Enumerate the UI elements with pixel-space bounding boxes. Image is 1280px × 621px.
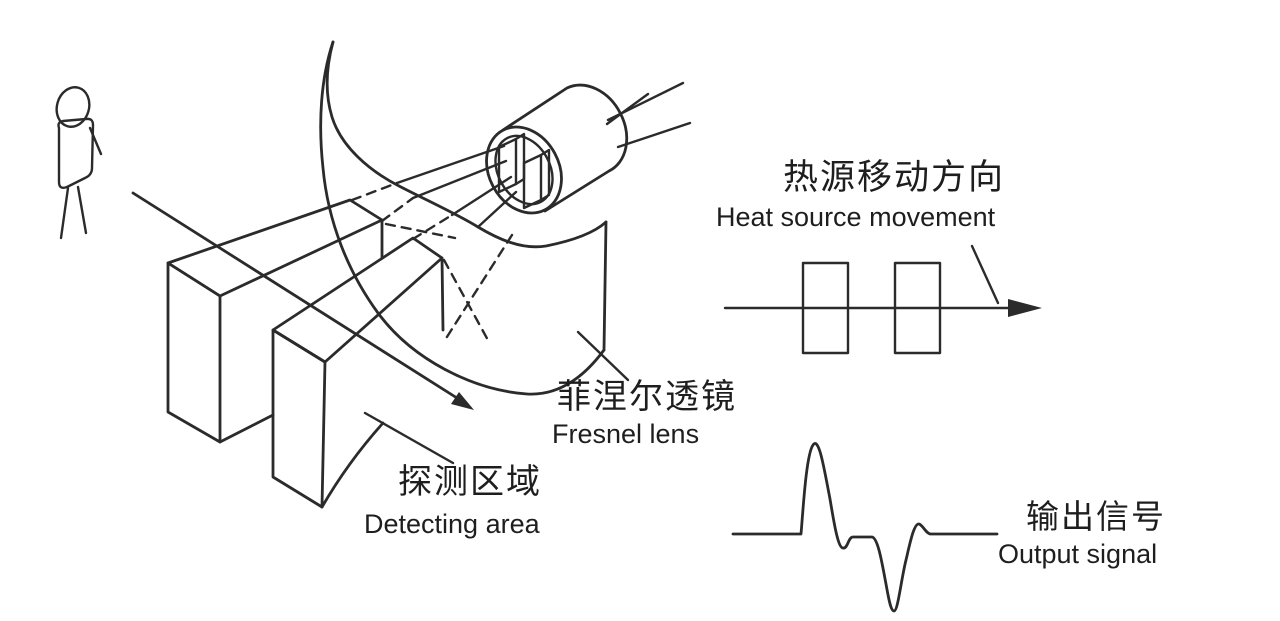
slab2-top-face [271, 236, 444, 364]
heat-source-movement-diagram [723, 261, 1042, 355]
sensor-face-rim [485, 125, 563, 215]
heat-source-square-2 [893, 261, 942, 355]
pir-sensor [485, 81, 692, 215]
output-signal-waveform [731, 442, 999, 613]
detecting-area-label-en: Detecting area [364, 509, 540, 539]
sensor-element-1-side [514, 132, 526, 186]
person-figure [55, 86, 103, 240]
output-signal-label-en: Output signal [998, 539, 1158, 569]
slab1-bottom-edge [218, 413, 275, 444]
slab2-front-face [271, 328, 327, 509]
dashed-beam-1 [350, 181, 399, 202]
lens-inner-edge [325, 40, 608, 249]
dashed-beam-6 [443, 233, 514, 342]
slab1-front-face [166, 261, 222, 444]
hidden-beam-dashed-lines [350, 181, 514, 344]
sensor-leads [605, 81, 692, 149]
dashed-beam-4 [411, 213, 454, 241]
sensor-body [501, 83, 629, 213]
heat-source-square-1 [801, 261, 850, 355]
dashed-beam-3 [384, 222, 457, 240]
fresnel-lens-label-zh: 菲涅尔透镜 [557, 378, 737, 416]
fresnel-lens-sheet [319, 40, 608, 396]
person-leg-left [59, 186, 70, 240]
sensor-window [494, 134, 554, 206]
dashed-beam-5 [442, 258, 491, 344]
sensor-lead-2 [616, 121, 692, 149]
heat-source-leader-line [970, 244, 1000, 305]
detection-arrow-head-icon [451, 392, 474, 410]
lens-right-edge [602, 220, 608, 352]
beam-line-4 [476, 190, 518, 229]
person-body [57, 117, 95, 190]
beam-line-2 [411, 159, 508, 200]
person-arm [88, 126, 103, 156]
heat-source-label-zh: 热源移动方向 [783, 158, 1006, 197]
lens-outer-edge [319, 40, 606, 396]
detecting-area-leader-line [363, 411, 455, 465]
sensor-element-2-side [539, 148, 551, 202]
heat-source-arrow-head-icon [1008, 299, 1042, 317]
sensor-element-2 [522, 153, 543, 210]
person-head [55, 86, 91, 128]
sensor-lead-1-inner [605, 92, 650, 126]
fresnel-lens-leader-line [576, 330, 630, 382]
heat-source-label-en: Heat source movement [716, 202, 996, 232]
detecting-area-label-zh: 探测区域 [398, 463, 542, 501]
fresnel-lens-label-en: Fresnel lens [552, 419, 700, 449]
detection-beam-slab-2 [271, 236, 445, 509]
person-leg-right [76, 185, 88, 235]
output-signal-label-zh: 输出信号 [1026, 498, 1166, 535]
detection-arrow-shaft [131, 191, 459, 400]
slab2-bottom-edge [320, 421, 385, 509]
slab2-far-edge [440, 256, 445, 332]
dashed-beam-2 [380, 196, 415, 223]
sensor-elements [497, 132, 551, 210]
detection-direction-arrow [131, 191, 474, 410]
